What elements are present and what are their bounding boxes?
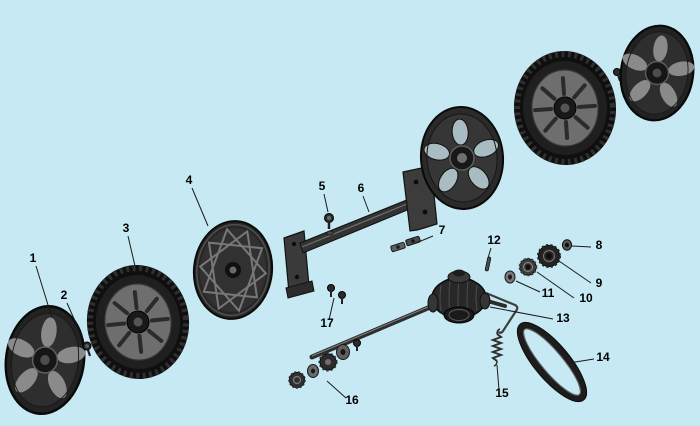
part-bushing	[504, 270, 516, 284]
part-label-3: 3	[123, 221, 136, 267]
part-label-10: 10	[536, 271, 593, 305]
part-axle-bracket-assembly	[283, 165, 438, 299]
part-number-16: 16	[345, 393, 359, 407]
part-number-8: 8	[596, 238, 603, 252]
part-number-9: 9	[596, 276, 603, 290]
part-label-14: 14	[568, 350, 610, 364]
part-mounting-clips	[390, 235, 421, 253]
part-bracket-bolt	[324, 213, 334, 236]
leader-line-7	[415, 235, 434, 244]
leader-line-2	[66, 302, 84, 340]
part-pinion-gear-large	[537, 244, 561, 268]
part-number-3: 3	[123, 221, 130, 235]
part-number-7: 7	[439, 223, 446, 237]
leader-line-4	[191, 187, 209, 227]
part-number-14: 14	[596, 350, 610, 364]
part-number-15: 15	[495, 386, 509, 400]
part-number-11: 11	[542, 286, 555, 300]
part-spring	[490, 328, 504, 367]
part-bracket-bolts	[327, 284, 346, 304]
part-number-4: 4	[186, 173, 193, 187]
leader-line-1	[35, 265, 53, 319]
part-label-7: 7	[415, 223, 446, 244]
leader-line-9	[558, 260, 592, 284]
part-shaft-pin	[484, 256, 492, 272]
leader-line-17	[328, 297, 335, 321]
part-number-5: 5	[319, 179, 326, 193]
part-wheel-bolt-left	[82, 341, 92, 357]
leader-line-6	[362, 195, 370, 213]
leader-line-12	[487, 247, 492, 259]
part-number-10: 10	[579, 291, 593, 305]
part-label-13: 13	[489, 306, 570, 325]
part-axle-washers-gears	[288, 339, 361, 389]
part-label-1: 1	[30, 251, 53, 319]
part-label-12: 12	[487, 233, 501, 259]
leader-line-11	[515, 280, 541, 293]
part-drive-belt	[516, 321, 588, 403]
leader-line-16	[326, 380, 347, 399]
leader-line-5	[323, 193, 329, 213]
part-labels: 1 2 3 4 5 6 7 8	[30, 173, 610, 407]
part-label-6: 6	[358, 181, 370, 213]
part-label-16: 16	[326, 380, 359, 407]
leader-line-3	[127, 235, 136, 267]
part-pinion-gear-small	[518, 257, 538, 277]
leader-line-10	[536, 271, 575, 299]
leader-line-14	[568, 358, 595, 364]
part-label-9: 9	[558, 260, 603, 290]
part-number-17: 17	[320, 316, 334, 330]
part-gearbox-transmission	[309, 269, 519, 360]
leader-line-13	[489, 306, 554, 320]
part-number-2: 2	[61, 288, 68, 302]
part-label-2: 2	[61, 288, 84, 340]
leader-line-15	[496, 364, 500, 391]
part-retaining-nut	[561, 239, 573, 251]
part-number-12: 12	[487, 233, 501, 247]
part-label-15: 15	[495, 364, 509, 400]
leader-line-8	[571, 245, 592, 248]
part-label-11: 11	[515, 280, 555, 300]
part-number-13: 13	[556, 311, 570, 325]
part-label-5: 5	[319, 179, 329, 213]
part-number-6: 6	[358, 181, 365, 195]
part-label-17: 17	[320, 297, 335, 330]
part-label-8: 8	[571, 238, 603, 252]
part-label-4: 4	[186, 173, 209, 227]
part-number-1: 1	[30, 251, 37, 265]
